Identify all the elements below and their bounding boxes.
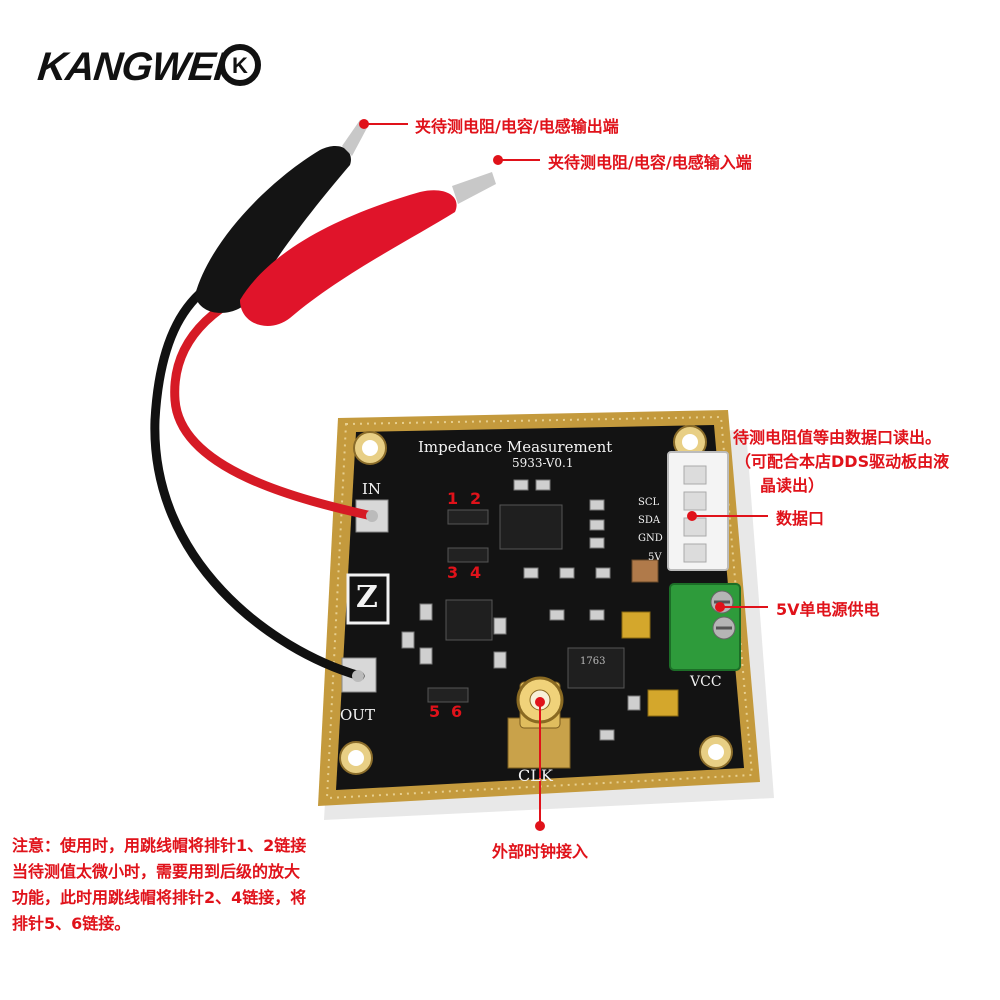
board-sda-label: SDA bbox=[638, 515, 661, 526]
board-clk-label: CLK bbox=[518, 766, 553, 785]
pin-4-label: 4 bbox=[470, 563, 482, 582]
brand-logo-mark-icon: K bbox=[219, 44, 261, 86]
pin-2-label: 2 bbox=[470, 489, 482, 508]
tantalum-cap-2 bbox=[647, 689, 679, 717]
brand-logo-mark-text: K bbox=[232, 53, 248, 78]
callout-clock: 外部时钟接入 bbox=[492, 842, 589, 861]
board-scl-label: SCL bbox=[638, 497, 660, 508]
jumper-header-top bbox=[447, 509, 489, 525]
tantalum-cap-1 bbox=[621, 611, 651, 639]
callout-data-desc-1: 待测电阻值等由数据口读出。 bbox=[733, 428, 942, 447]
black-alligator-clip bbox=[195, 145, 351, 313]
callout-data-desc-2: （可配合本店DDS驱动板由液 bbox=[735, 452, 950, 471]
ic-u1 bbox=[567, 647, 625, 689]
board-in-label: IN bbox=[362, 480, 382, 498]
board-z-label: Z bbox=[356, 580, 378, 615]
callout-input-clip: 夹待测电阻/电容/电感输入端 bbox=[548, 153, 752, 172]
board-out-label: OUT bbox=[340, 706, 375, 724]
usage-note-line-2: 当待测值太微小时，需要用到后级的放大 bbox=[12, 862, 301, 881]
red-alligator-clip bbox=[240, 190, 457, 327]
usage-note-line-4: 排针5、6链接。 bbox=[12, 914, 131, 933]
callout-data-desc-3: 晶读出） bbox=[760, 476, 825, 495]
board-5v-label: 5V bbox=[648, 552, 662, 563]
pin-1-label: 1 bbox=[447, 489, 459, 508]
usage-note: 注意：使用时，用跳线帽将排针1、2链接 当待测值太微小时，需要用到后级的放大 功… bbox=[12, 833, 432, 937]
board-gnd-label: GND bbox=[638, 533, 663, 544]
board-vcc-label: VCC bbox=[690, 674, 722, 690]
data-port-connector bbox=[667, 451, 729, 571]
callout-power: 5V单电源供电 bbox=[776, 600, 880, 619]
usage-note-line-1: 注意：使用时，用跳线帽将排针1、2链接 bbox=[12, 836, 307, 855]
pin-5-label: 5 bbox=[429, 702, 441, 721]
pin-6-label: 6 bbox=[451, 702, 463, 721]
ic-u2 bbox=[499, 504, 563, 550]
jumper-header-mid bbox=[447, 547, 489, 563]
ic-u3 bbox=[445, 599, 493, 641]
usage-note-line-3: 功能，此时用跳线帽将排针2、4链接，将 bbox=[12, 888, 307, 907]
black-wire bbox=[150, 280, 365, 681]
board-title: Impedance Measurement bbox=[418, 438, 613, 456]
board-version: 5933-V0.1 bbox=[512, 456, 574, 470]
callout-output-clip: 夹待测电阻/电容/电感输出端 bbox=[415, 117, 619, 136]
pin-3-label: 3 bbox=[447, 563, 459, 582]
z-symbol-box bbox=[346, 573, 390, 625]
callout-data-port: 数据口 bbox=[776, 509, 825, 528]
chip-marking: 1763 bbox=[580, 656, 606, 667]
jumper-header-bottom bbox=[427, 687, 469, 703]
capacitor-brown bbox=[631, 559, 659, 583]
